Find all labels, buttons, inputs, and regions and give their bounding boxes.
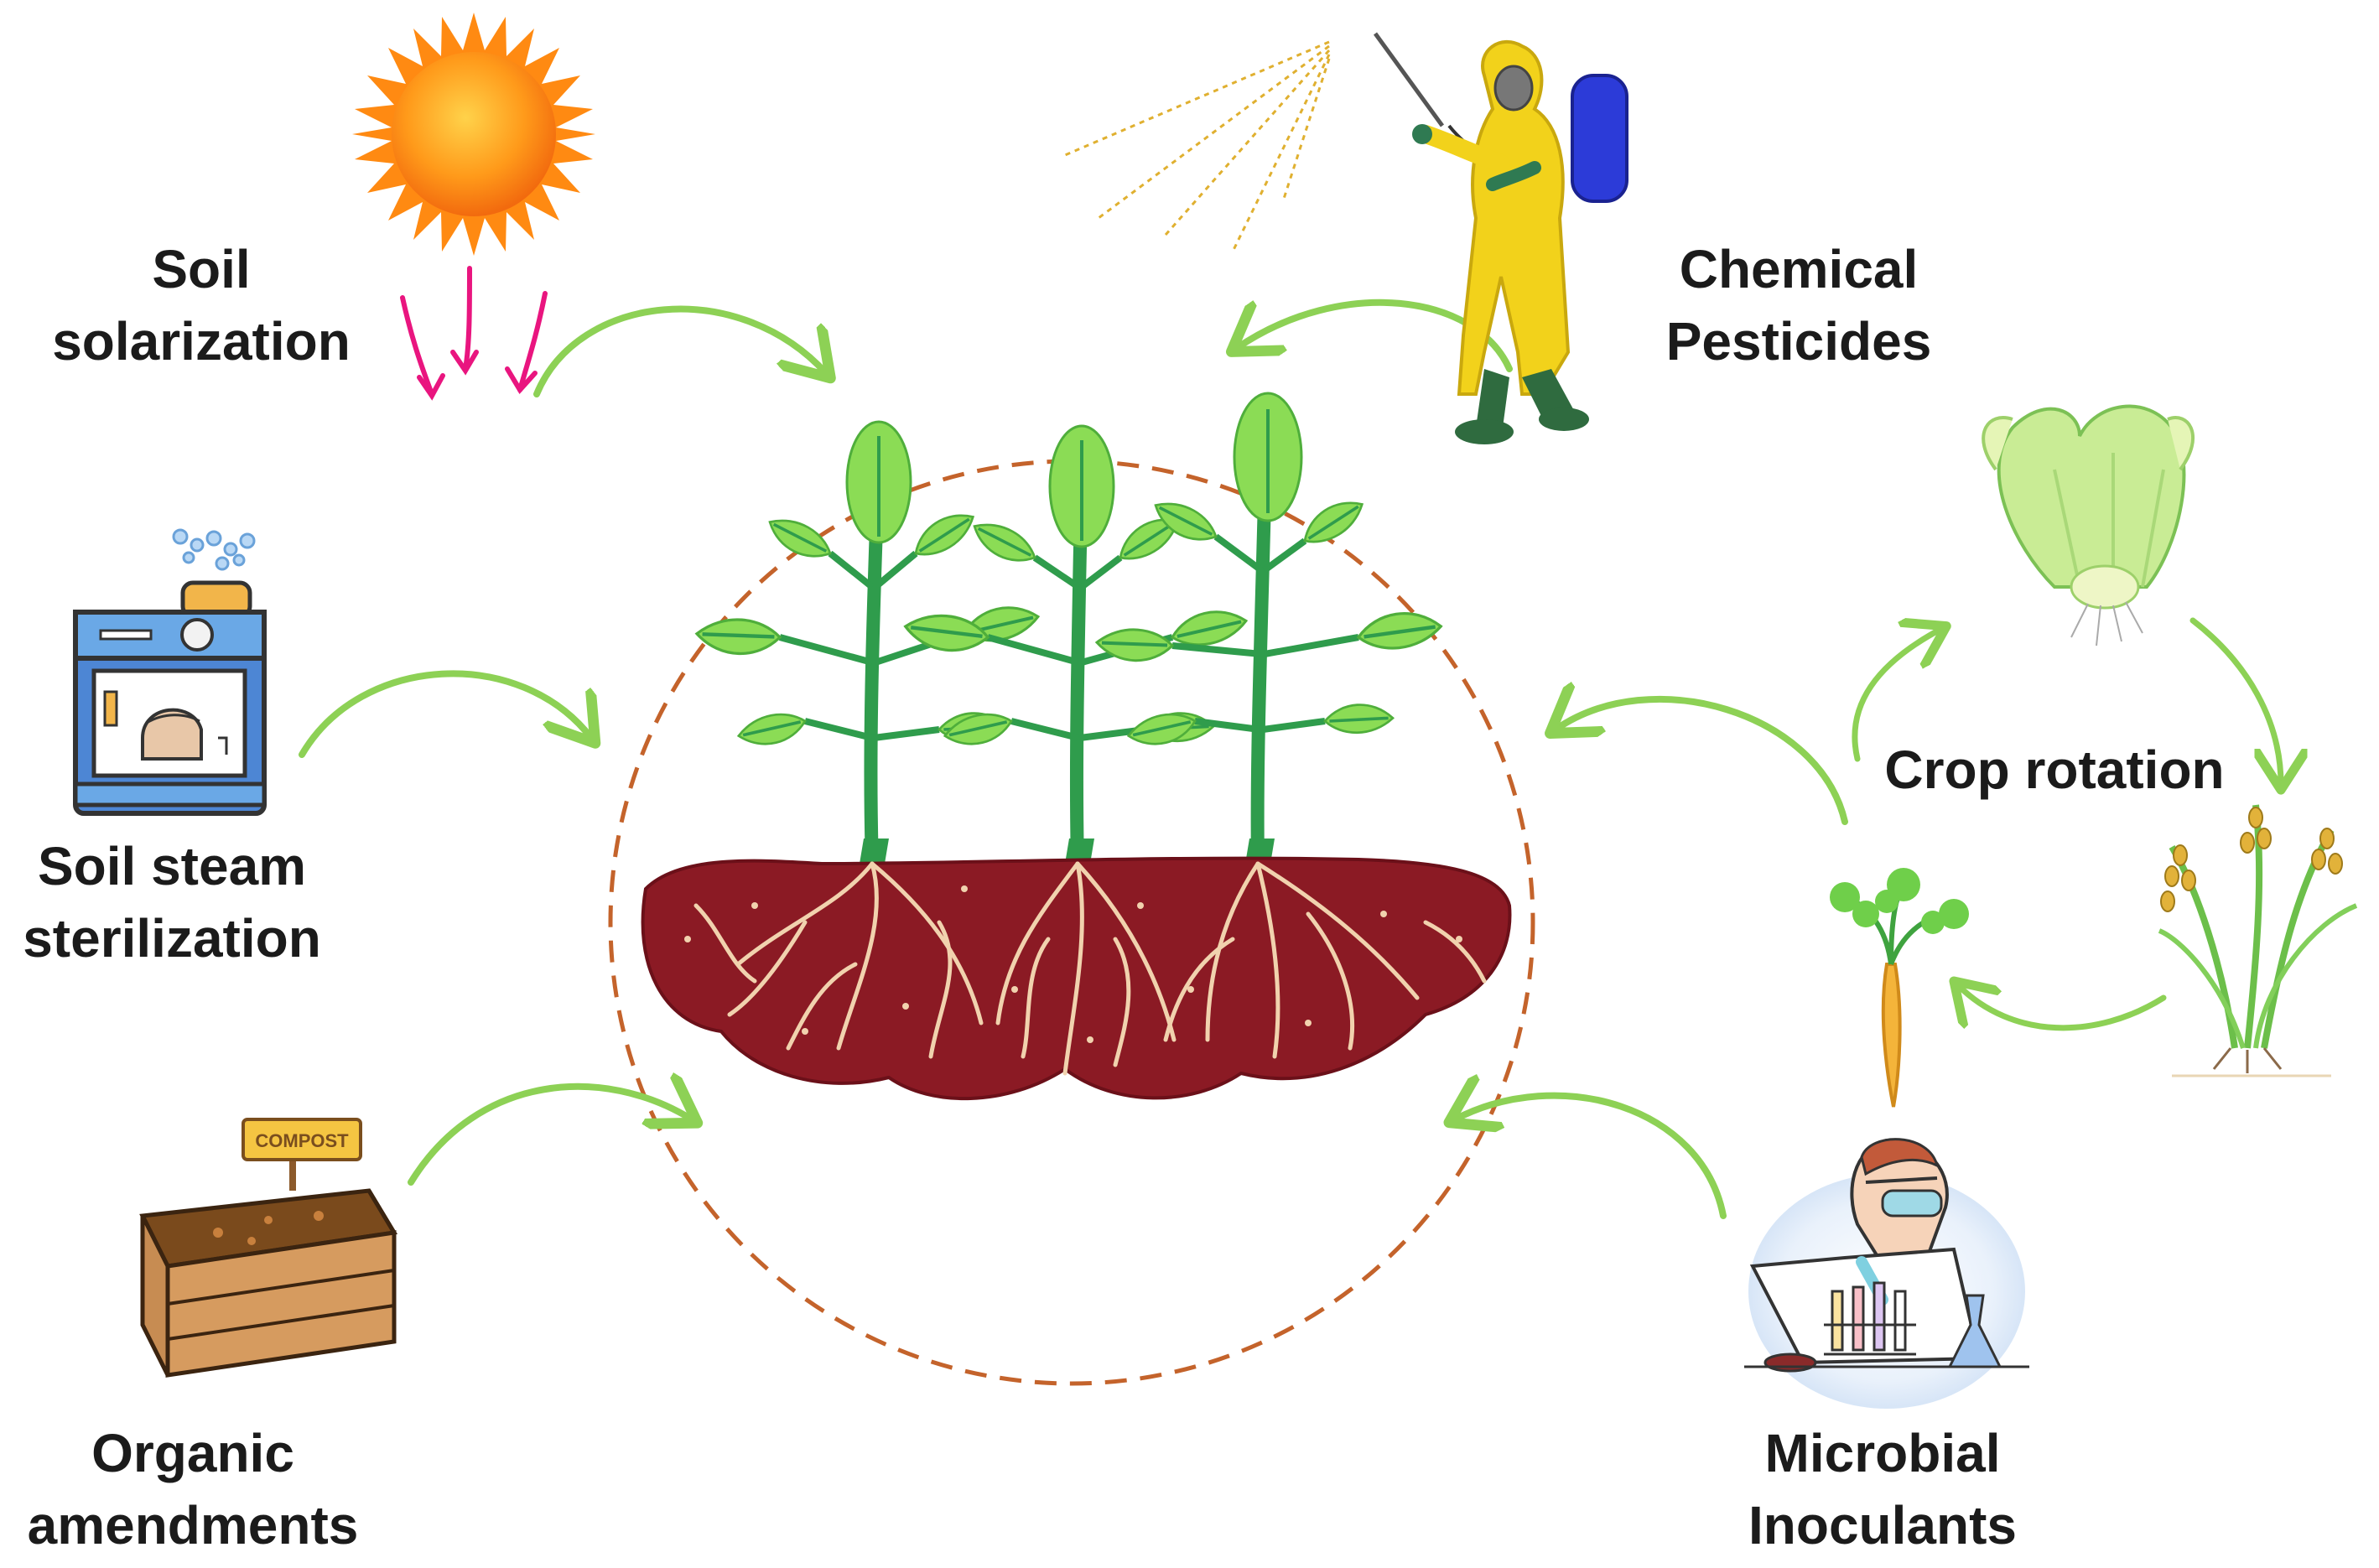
rotation-arrow-1 [1852,629,1941,762]
label-chemical-pesticides: Chemical Pesticides [1639,233,1958,377]
compost-sign-text: COMPOST [255,1130,349,1151]
label-line: Pesticides [1665,311,1932,371]
steam-machine-icon [73,528,267,816]
hazmat-worker-icon [1373,32,1628,444]
rotation-arrow-3 [1958,985,2167,1031]
scientist-lab-icon [1744,1138,2029,1409]
compost-sign [242,1118,362,1161]
label-line: Crop rotation [1884,740,2225,800]
label-line: Inoculants [1748,1495,2018,1555]
center-circle [608,459,1535,1386]
carrot-icon [1830,868,1969,1108]
label-crop-rotation: Crop rotation [1870,734,2239,806]
rotation-cycle-arrows [1852,617,2281,1031]
label-organic-amendments: Organic amendments [25,1417,361,1561]
label-line: amendments [27,1495,359,1555]
plant-3 [1093,392,1442,870]
plant-1 [695,420,1043,870]
arrow-steam [299,670,591,758]
label-line: solarization [52,311,351,371]
sun-rays-icon [400,266,548,401]
arrow-microbial [1455,1096,1727,1219]
label-line: Soil steam [37,836,307,896]
rice-plant-icon [2158,804,2358,1077]
plants-group [695,392,1442,870]
arrows [299,299,1848,1219]
label-line: Organic [91,1423,294,1483]
label-soil-solarization: Soil solarization [46,233,356,377]
lettuce-icon [1982,404,2195,646]
label-line: Microbial [1764,1423,2001,1483]
label-line: sterilization [23,908,321,968]
label-soil-steam-sterilization: Soil steam sterilization [13,830,331,974]
soil-bed [641,856,1512,1101]
label-line: Soil [152,239,251,299]
rotation-arrow-2 [2189,617,2281,784]
sun-icon [352,13,595,256]
arrow-organic [408,1087,692,1186]
arrow-pesticides [1237,299,1513,372]
label-microbial-inoculants: Microbial Inoculants [1723,1417,2042,1561]
compost-crate-icon: COMPOST [139,1118,398,1378]
arrow-solarization [533,305,826,397]
spray-lines-icon [1064,40,1331,252]
label-line: Chemical [1679,239,1919,299]
arrow-rotation [1556,699,1848,825]
